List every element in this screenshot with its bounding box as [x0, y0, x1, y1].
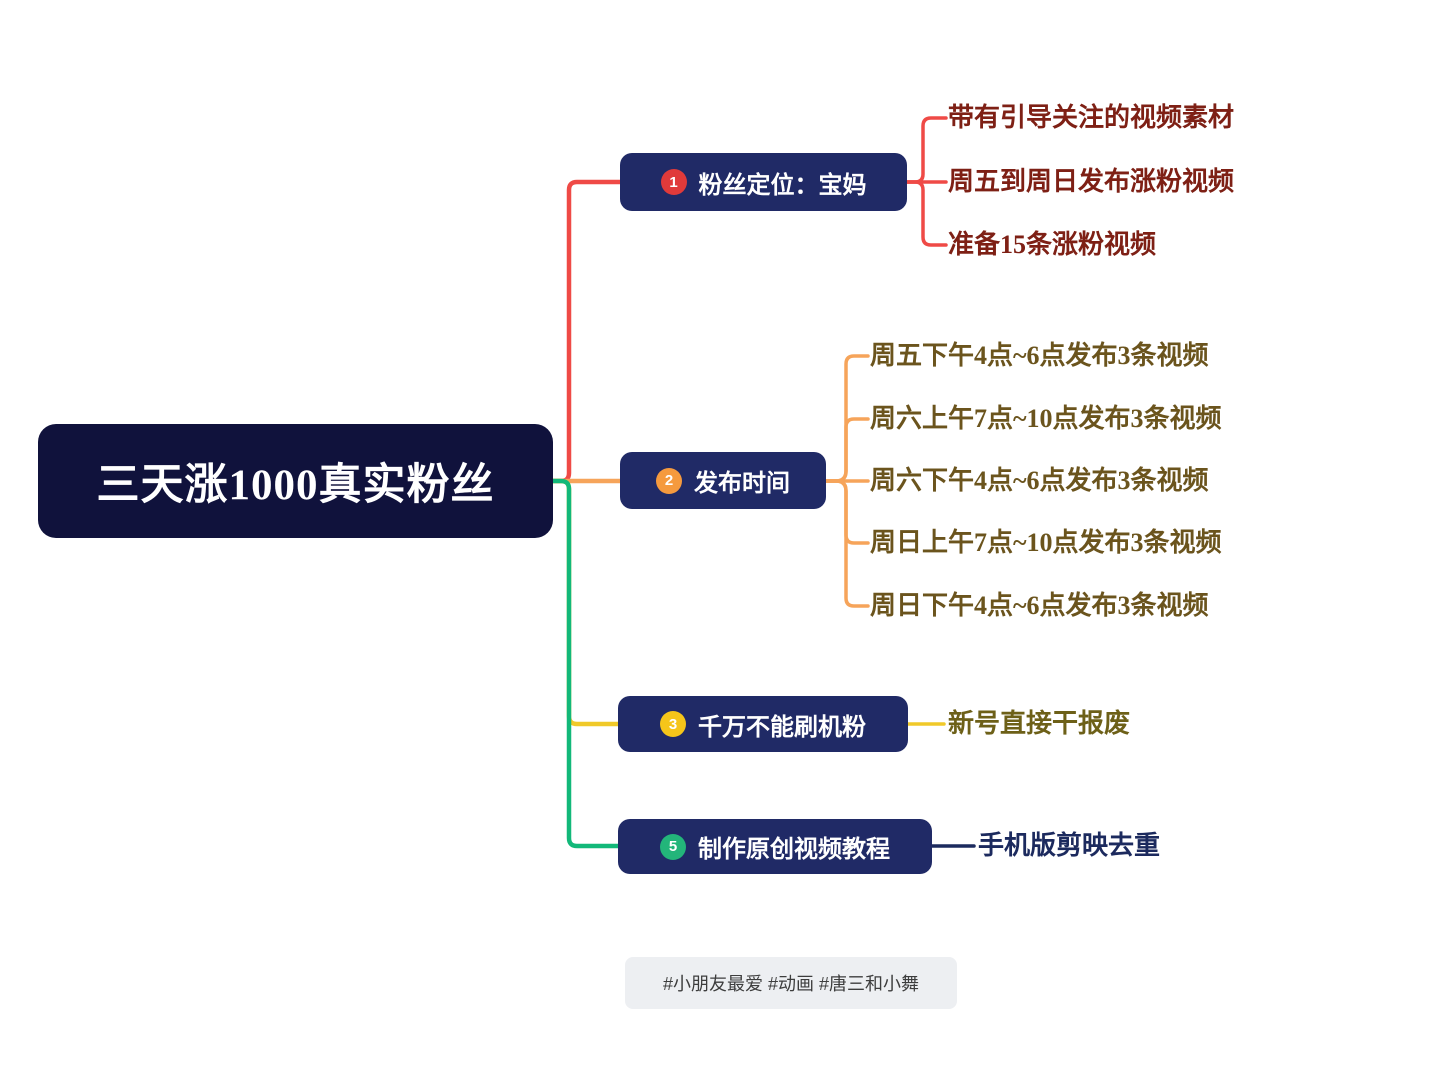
- child-node[interactable]: 准备15条涨粉视频: [948, 230, 1157, 259]
- edge-branch2-child2: [824, 417, 870, 483]
- branch-3-number-badge: 3: [660, 711, 686, 737]
- branch-node-no-bot-fans[interactable]: 3 千万不能刷机粉: [618, 696, 908, 752]
- edge-root-branch1: [550, 179, 623, 484]
- branch-node-original-video-tutorial[interactable]: 5 制作原创视频教程: [618, 819, 932, 874]
- branch-4-number-badge: 5: [660, 833, 686, 860]
- child-node[interactable]: 周六下午4点~6点发布3条视频: [870, 466, 1209, 495]
- root-node-label: 三天涨1000真实粉丝: [96, 462, 495, 509]
- child-node[interactable]: 带有引导关注的视频素材: [948, 103, 1235, 132]
- branch-1-label: 粉丝定位：宝妈: [698, 171, 867, 199]
- child-node[interactable]: 周五到周日发布涨粉视频: [948, 167, 1235, 196]
- child-node[interactable]: 周五下午4点~6点发布3条视频: [870, 341, 1209, 370]
- branch-node-publish-time[interactable]: 2 发布时间: [620, 452, 826, 509]
- branch-2-label: 发布时间: [694, 470, 790, 497]
- branch-node-fan-positioning[interactable]: 1 粉丝定位：宝妈: [620, 153, 907, 211]
- edge-branch1-child3: [905, 180, 948, 247]
- branch-3-label: 千万不能刷机粉: [698, 713, 866, 741]
- branch-2-number-badge: 2: [656, 467, 682, 494]
- hashtag-node[interactable]: #小朋友最爱 #动画 #唐三和小舞: [625, 957, 957, 1009]
- child-node[interactable]: 周日下午4点~6点发布3条视频: [870, 591, 1209, 620]
- child-node[interactable]: 手机版剪映去重: [978, 831, 1161, 860]
- branch-4-label: 制作原创视频教程: [698, 836, 890, 863]
- child-node[interactable]: 周六上午7点~10点发布3条视频: [870, 404, 1222, 433]
- root-node[interactable]: 三天涨1000真实粉丝: [38, 424, 553, 538]
- edge-root-branch4: [550, 478, 621, 849]
- hashtag-text: #小朋友最爱 #动画 #唐三和小舞: [662, 974, 920, 994]
- child-node[interactable]: 周日上午7点~10点发布3条视频: [870, 528, 1222, 557]
- branch-1-number-badge: 1: [660, 169, 687, 195]
- edge-root-branch3: [550, 478, 621, 727]
- edge-branch2-child5: [824, 479, 870, 608]
- child-node[interactable]: 新号直接干报废: [948, 709, 1131, 738]
- edge-branch1-child1: [905, 116, 948, 184]
